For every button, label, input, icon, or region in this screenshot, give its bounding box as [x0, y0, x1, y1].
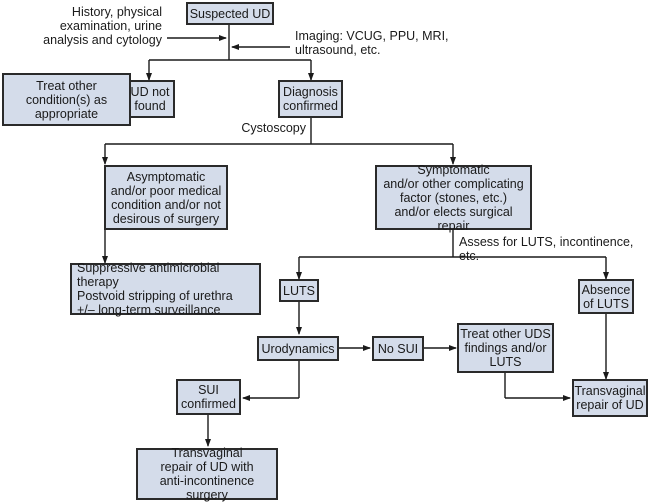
node-treat-other-uds: Treat other UDS findings and/or LUTS	[457, 323, 554, 373]
node-suppressive-therapy: Suppressive antimicrobial therapy Postvo…	[70, 261, 261, 317]
node-treat-other-conditions: Treat other condition(s) as appropriate	[2, 73, 131, 126]
annotation-cystoscopy: Cystoscopy	[241, 121, 306, 135]
node-transvaginal-repair-anti-incontinence: Transvaginal repair of UD with anti-inco…	[136, 446, 278, 502]
node-suspected-ud: Suspected UD	[186, 2, 274, 25]
node-urodynamics: Urodynamics	[257, 336, 339, 361]
node-sui-confirmed: SUI confirmed	[176, 379, 241, 415]
node-diagnosis-confirmed: Diagnosis confirmed	[278, 80, 343, 118]
annotation-assess: Assess for LUTS, incontinence, etc.	[459, 235, 634, 263]
node-transvaginal-repair: Transvaginal repair of UD	[572, 379, 648, 417]
annotation-imaging: Imaging: VCUG, PPU, MRI, ultrasound, etc…	[295, 29, 449, 57]
node-absence-of-luts: Absence of LUTS	[578, 279, 634, 314]
node-luts: LUTS	[279, 279, 319, 302]
node-symptomatic: Symptomatic and/or other complicating fa…	[375, 163, 532, 233]
node-asymptomatic: Asymptomatic and/or poor medical conditi…	[104, 165, 228, 230]
node-ud-not-found: UD not found	[125, 80, 175, 118]
annotation-history: History, physical examination, urine ana…	[43, 5, 162, 47]
node-no-sui: No SUI	[372, 336, 424, 361]
